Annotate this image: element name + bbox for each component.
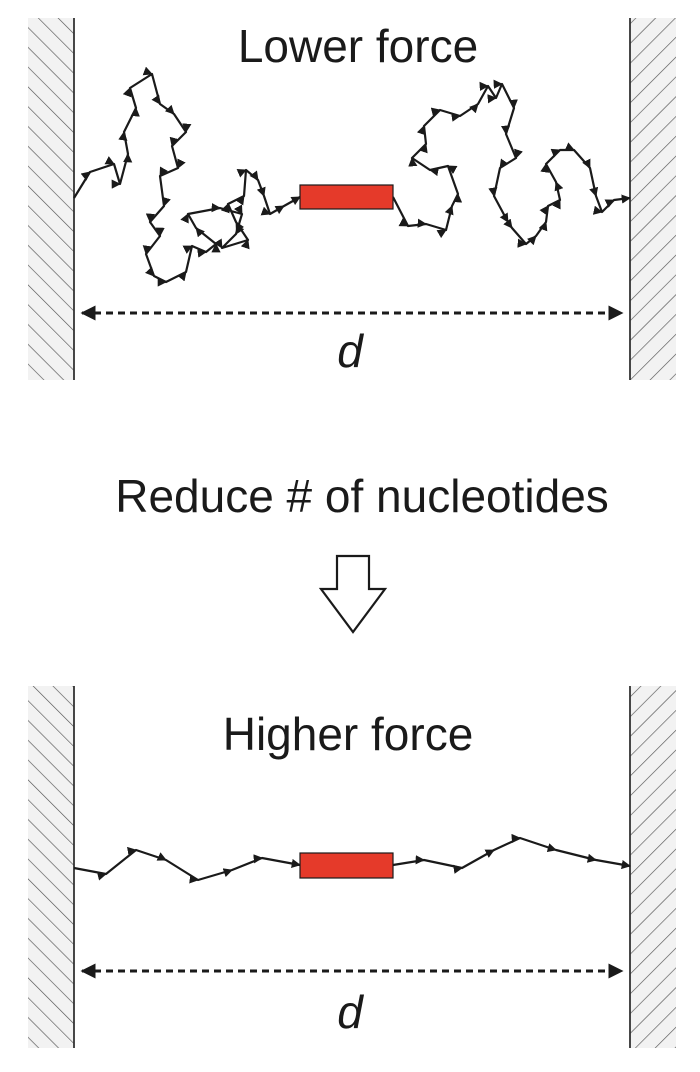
right-wall [630, 686, 676, 1048]
transition-text: Reduce # of nucleotides [115, 470, 609, 522]
distance-label-bottom: d [337, 986, 364, 1038]
top-panel-title: Lower force [238, 20, 478, 72]
right-wall [630, 18, 676, 380]
bottom-panel: Higher force d [28, 686, 676, 1048]
coiled-chain-right [392, 79, 631, 248]
coiled-chain-left [73, 66, 301, 287]
left-wall [28, 686, 74, 1048]
attached-molecule-top [299, 184, 394, 210]
bottom-panel-title: Higher force [223, 708, 474, 760]
down-arrow-outline-icon [318, 554, 388, 634]
stretched-chain-left [73, 846, 301, 884]
stretched-chain-right [392, 833, 631, 874]
attached-molecule-bottom [299, 852, 394, 879]
top-panel: Lower force d [28, 18, 676, 380]
left-wall [28, 18, 74, 380]
distance-label-top: d [337, 325, 364, 377]
